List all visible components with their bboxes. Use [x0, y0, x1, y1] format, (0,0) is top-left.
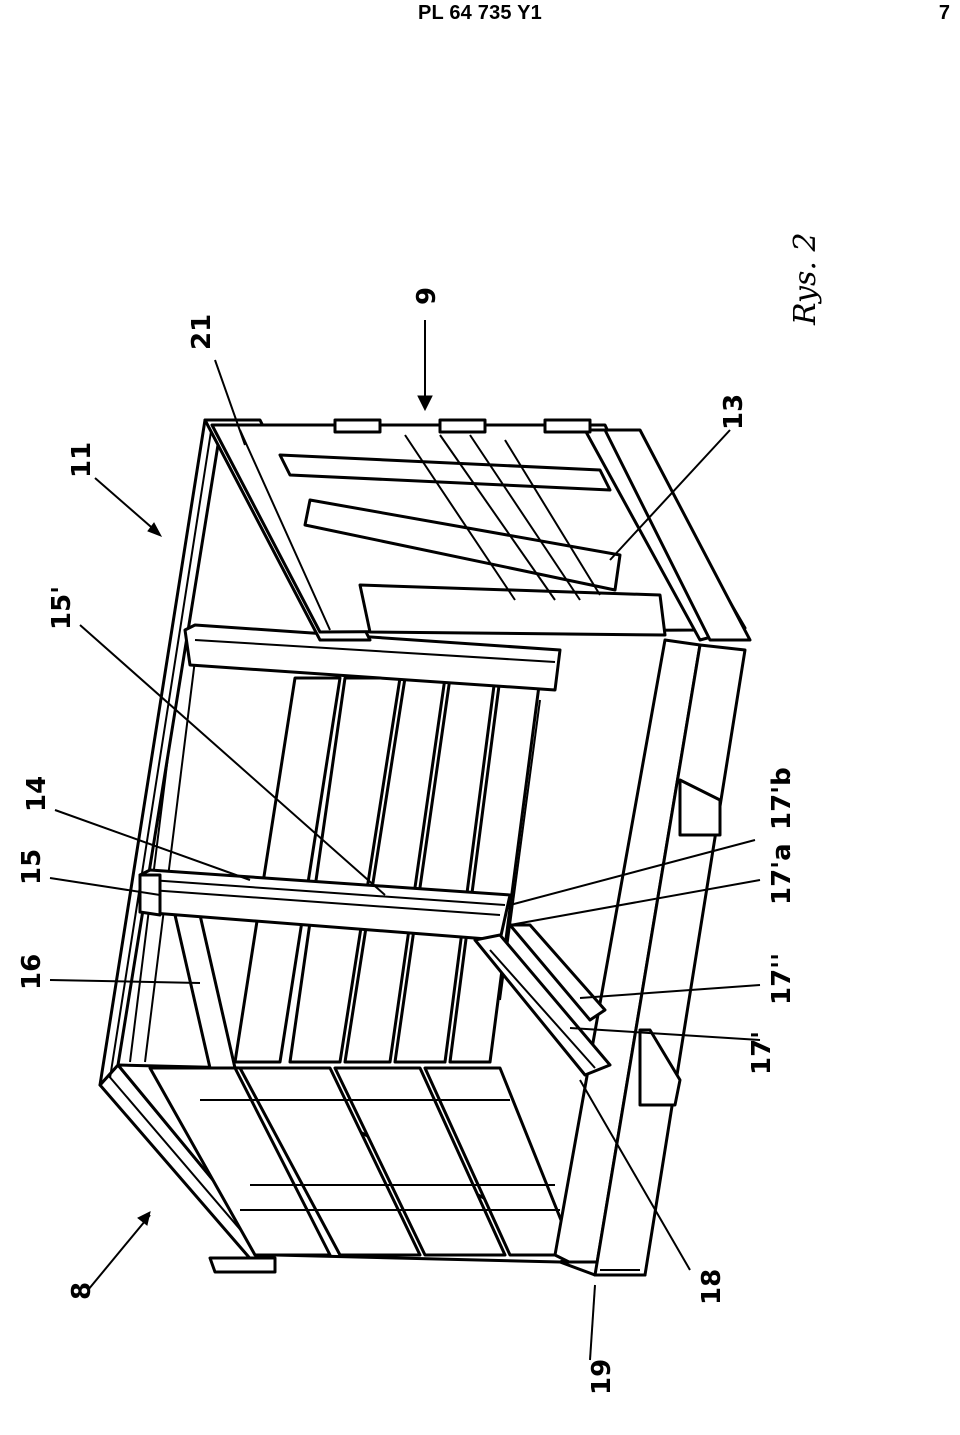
label-17a: 17'a [767, 843, 797, 905]
label-15: 15 [17, 849, 47, 885]
lower-rails-17 [473, 923, 612, 1077]
label-21: 21 [187, 314, 217, 350]
label-13: 13 [719, 394, 749, 430]
label-17-double-prime: 17'' [767, 953, 797, 1005]
label-17b: 17'b [767, 767, 797, 830]
reference-labels: 8 9 11 13 14 15 15' 16 17' 17'' 17'a 17'… [17, 232, 823, 1395]
label-19: 19 [587, 1359, 617, 1395]
long-side-vertical-boards [129, 659, 542, 1064]
diagonal-brace-16 [173, 913, 237, 1070]
leader-lines [49, 320, 761, 1361]
label-9: 9 [412, 287, 442, 305]
bottom-long-rail [553, 638, 747, 1277]
divider-rail [138, 868, 512, 942]
patent-number: PL 64 735 Y1 [418, 2, 542, 24]
page-number: 7 [938, 2, 950, 24]
middle-crossbar [183, 623, 562, 692]
left-end-panel [98, 1063, 587, 1274]
label-11: 11 [67, 442, 97, 478]
label-14: 14 [22, 776, 52, 812]
right-end-panel [203, 418, 752, 642]
figure-caption: Rys. 2 [788, 232, 823, 326]
label-8: 8 [67, 1282, 97, 1300]
label-17-prime: 17' [747, 1031, 777, 1075]
label-18: 18 [697, 1269, 727, 1305]
label-16: 16 [17, 954, 47, 990]
bottom-skid [638, 778, 722, 1107]
label-15-prime: 15' [47, 586, 77, 630]
